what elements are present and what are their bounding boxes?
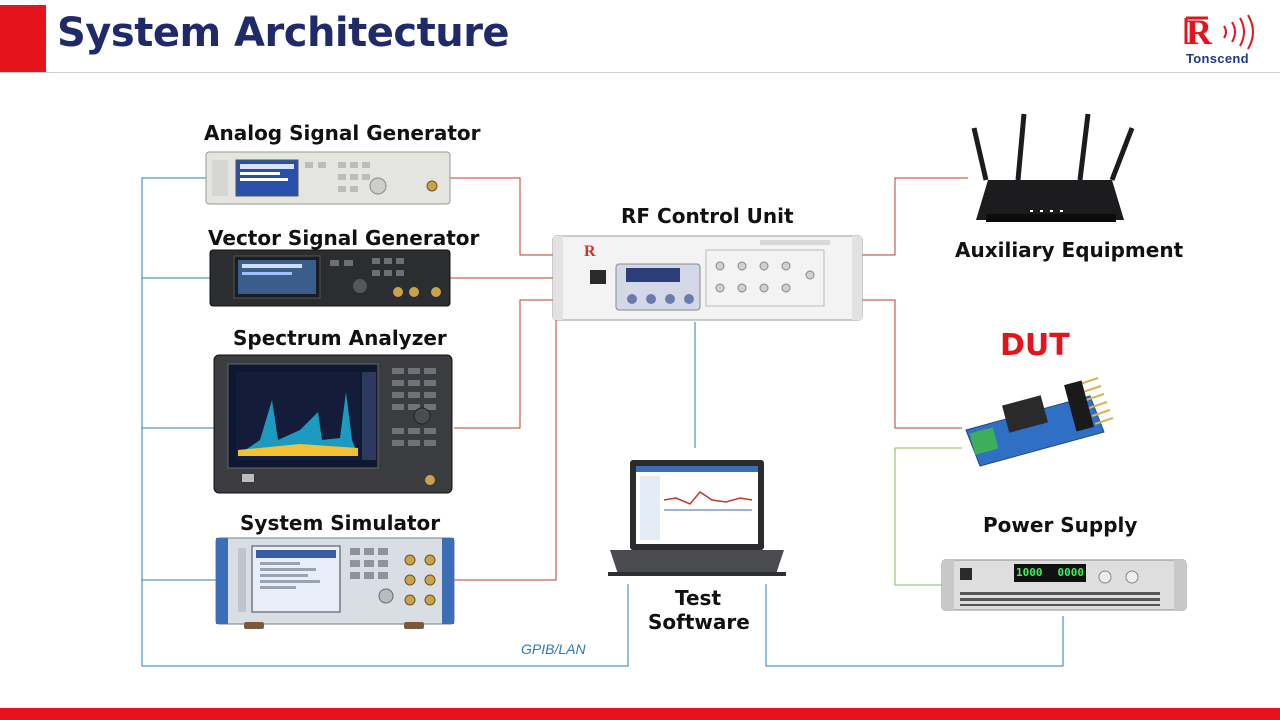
label-rf-control-unit: RF Control Unit <box>621 204 794 228</box>
power-supply-display: 1000 0000 <box>1016 566 1084 579</box>
voltage-readout: 1000 <box>1016 566 1043 579</box>
dut-board-image <box>965 377 1114 467</box>
label-test-software: Test Software <box>648 586 750 634</box>
spectrum-analyzer-image <box>213 354 453 494</box>
router-image <box>971 113 1135 222</box>
power-link <box>894 447 962 586</box>
logo-mark-icon: R <box>1184 12 1254 52</box>
label-auxiliary-equipment: Auxiliary Equipment <box>955 238 1184 262</box>
current-readout: 0000 <box>1057 566 1085 579</box>
label-system-simulator: System Simulator <box>240 511 441 535</box>
laptop-image <box>608 460 786 576</box>
system-simulator-image <box>215 537 455 629</box>
label-vector-signal-generator: Vector Signal Generator <box>208 226 480 250</box>
header-divider <box>0 72 1280 73</box>
header-accent-bar <box>0 5 46 73</box>
label-power-supply: Power Supply <box>983 513 1138 537</box>
analog-signal-generator-image <box>205 151 451 205</box>
label-software-line: Software <box>648 610 750 634</box>
label-spectrum-analyzer: Spectrum Analyzer <box>233 326 447 350</box>
label-analog-signal-generator: Analog Signal Generator <box>204 121 481 145</box>
logo-text: Tonscend <box>1186 51 1249 66</box>
gpib-lan-bus <box>141 177 1064 667</box>
footer-accent-bar <box>0 708 1280 720</box>
label-dut: DUT <box>1000 328 1070 363</box>
page-title: System Architecture <box>57 10 510 56</box>
rf-control-unit-image: R <box>552 235 863 321</box>
svg-text:R: R <box>584 243 596 260</box>
rf-links <box>450 177 968 581</box>
label-test-line: Test <box>674 586 721 610</box>
power-supply-image <box>941 559 1187 611</box>
tonscend-logo: R Tonscend <box>1184 12 1272 66</box>
vector-signal-generator-image <box>209 249 451 307</box>
gpib-lan-label: GPIB/LAN <box>521 641 586 657</box>
